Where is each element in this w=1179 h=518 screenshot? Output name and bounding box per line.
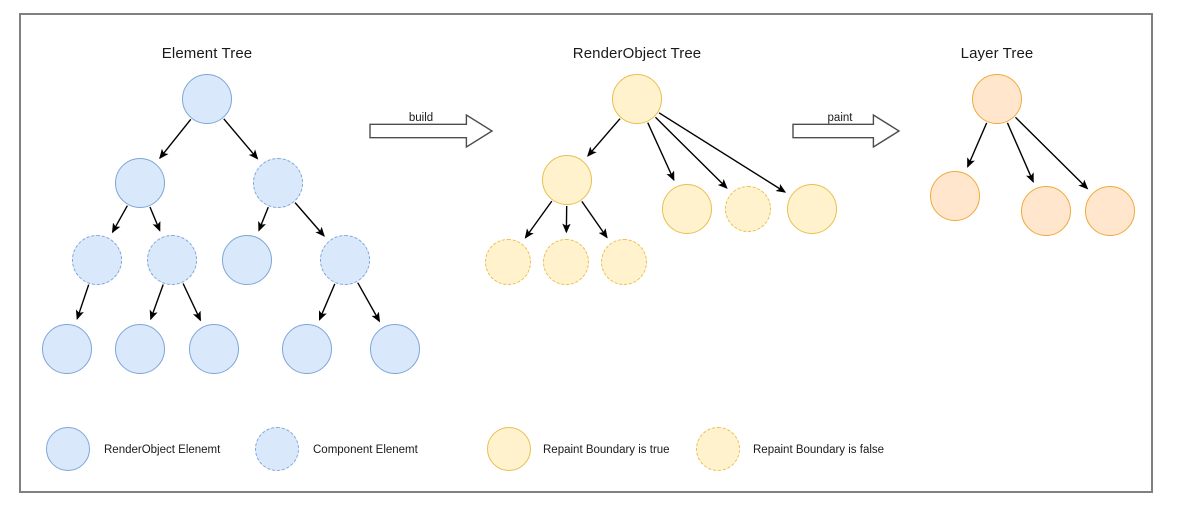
legend-swatch	[696, 427, 740, 471]
layer-tree-node	[972, 74, 1022, 124]
renderobject-tree-node	[612, 74, 662, 124]
renderobject-tree-node	[543, 239, 589, 285]
layer-tree-node	[1021, 186, 1071, 236]
renderobject-tree-node	[601, 239, 647, 285]
element-tree-node	[115, 324, 165, 374]
element-tree-node	[282, 324, 332, 374]
build-step-label: build	[408, 112, 434, 124]
renderobject-tree-node	[725, 186, 771, 232]
renderobject-tree-node	[485, 239, 531, 285]
renderobject-tree-node	[662, 184, 712, 234]
legend-label: Repaint Boundary is false	[753, 444, 885, 456]
renderobject-tree-node	[787, 184, 837, 234]
legend-swatch	[46, 427, 90, 471]
element-tree-node	[72, 235, 122, 285]
element-tree-node	[182, 74, 232, 124]
legend-swatch	[255, 427, 299, 471]
legend-label: Component Elenemt	[313, 444, 418, 456]
legend-label: RenderObject Elenemt	[104, 444, 221, 456]
layer-tree-node	[1085, 186, 1135, 236]
element-tree-title: Element Tree	[161, 45, 253, 62]
legend-label: Repaint Boundary is true	[543, 444, 670, 456]
renderobject-tree-node	[542, 155, 592, 205]
layer-tree-node	[930, 171, 980, 221]
element-tree-node	[370, 324, 420, 374]
legend-swatch	[487, 427, 531, 471]
element-tree-node	[222, 235, 272, 285]
element-tree-node	[147, 235, 197, 285]
layer-tree-title: Layer Tree	[960, 45, 1034, 62]
renderobject-tree-title: RenderObject Tree	[572, 45, 702, 62]
element-tree-node	[320, 235, 370, 285]
paint-step-label: paint	[827, 112, 853, 124]
element-tree-node	[189, 324, 239, 374]
element-tree-node	[42, 324, 92, 374]
element-tree-node	[253, 158, 303, 208]
element-tree-node	[115, 158, 165, 208]
